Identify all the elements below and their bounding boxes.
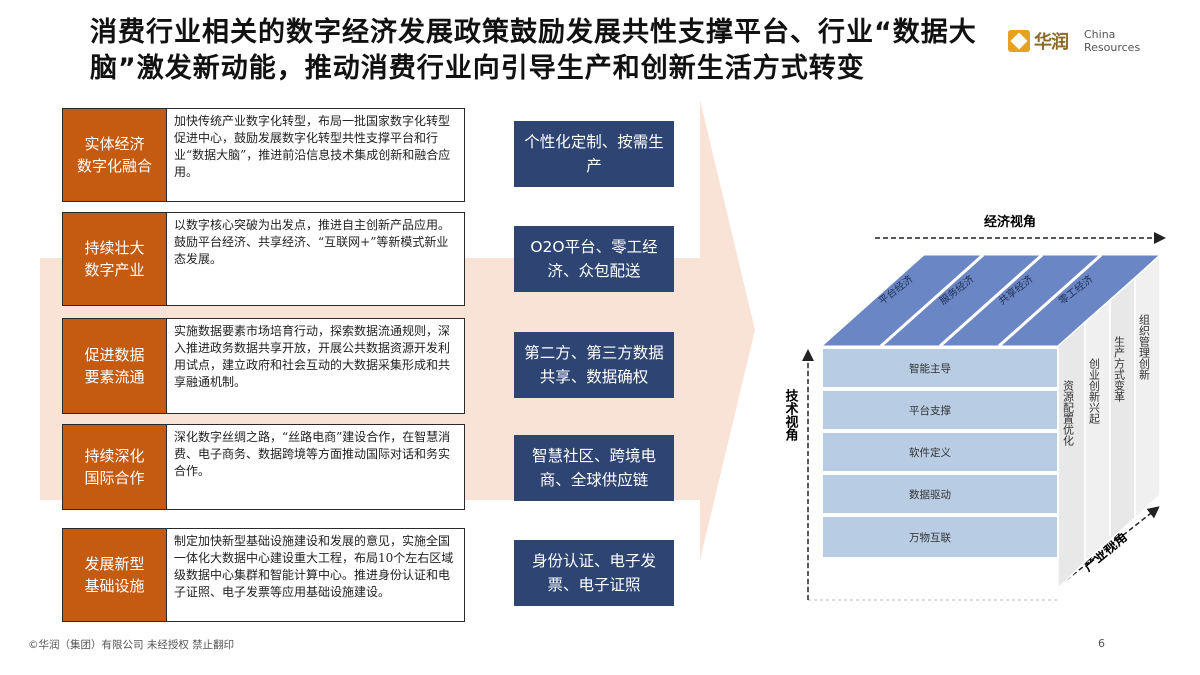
cube-side-panel [1084,298,1111,564]
policy-row-desc: 实施数据要素市场培育行动，探索数据流通规则，深入推进政务数据共享开放，开展公共数… [174,324,451,389]
bottom-axis-line [1059,506,1160,586]
front-layer [821,515,1059,559]
policy-row-desc: 制定加快新型基础设施建设和发展的意见，实施全国一体化大数据中心建设重大工程，布局… [174,534,454,599]
page-title-line1: 消费行业相关的数字经济发展政策鼓励发展共性支撑平台、行业“数据大 [90,17,977,48]
top-axis-label: 经济视角 [984,214,1036,230]
policy-row-label: 持续壮大 数字产业 [63,213,167,305]
side-label: 组织管理创新 [1138,313,1151,380]
outcome-box: 个性化定制、按需生产 [514,121,674,187]
front-layer [821,347,1059,389]
side-label: 创业创新兴起 [1088,358,1101,425]
policy-row-label: 实体经济 数字化融合 [63,109,167,201]
logo-en-line1: China [1084,28,1116,41]
left-axis-label: 技术视角 [783,388,800,442]
policy-row-desc: 加快传统产业数字化转型，布局一批国家数字化转型促进中心，鼓励发展数字化转型共性支… [174,114,451,179]
side-label: 生产方式变革 [1113,335,1126,402]
front-layer [821,389,1059,431]
logo-en-line2: Resources [1084,41,1141,54]
copyright-footer: ©华润（集团）有限公司 未经授权 禁止翻印 [28,639,235,651]
page-number: 6 [1098,637,1105,650]
cube-side-panel [1109,276,1136,542]
cube-side-panel [1134,253,1161,520]
policy-row: 发展新型 基础设施 制定加快新型基础设施建设和发展的意见，实施全国一体化大数据中… [62,528,465,622]
policy-row-label: 发展新型 基础设施 [63,529,167,621]
front-layer-label: 智能主导 [909,362,951,375]
outcome-box: 智慧社区、跨境电商、全球供应链 [514,435,674,501]
policy-row-label: 促进数据 要素流通 [63,319,167,413]
logo-cn-text: 华润 [1034,32,1069,53]
policy-row-label: 持续深化 国际合作 [63,425,167,509]
outcome-box: O2O平台、零工经济、众包配送 [514,226,674,292]
logo-en-text: China Resources [1084,28,1140,54]
front-layer [821,473,1059,515]
side-label: 资源配置优化 [1062,380,1075,447]
policy-row: 持续深化 国际合作 深化数字丝绸之路，“丝路电商”建设合作，在智慧消费、电子商务… [62,424,465,510]
front-layer-label: 平台支撑 [909,404,951,417]
page-title-line2: 脑”激发新动能，推动消费行业向引导生产和创新生活方式转变 [90,53,865,84]
company-logo: 华润 China Resources [1008,26,1158,66]
cube-side-panel [1057,320,1086,590]
policy-row-desc: 以数字核心突破为出发点，推进自主创新产品应用。鼓励平台经济、共享经济、“互联网+… [174,218,451,266]
outcome-box: 第二方、第三方数据共享、数据确权 [514,332,674,398]
policy-row-desc: 深化数字丝绸之路，“丝路电商”建设合作，在智慧消费、电子商务、数据跨境等方面推动… [174,430,451,478]
logo-mark-icon [1008,30,1030,52]
front-layer-label: 软件定义 [909,446,951,459]
policy-row: 持续壮大 数字产业 以数字核心突破为出发点，推进自主创新产品应用。鼓励平台经济、… [62,212,465,306]
outcome-box: 身份认证、电子发票、电子证照 [514,540,674,606]
front-layer [821,431,1059,473]
front-layer-label: 数据驱动 [909,488,951,501]
policy-row: 促进数据 要素流通 实施数据要素市场培育行动，探索数据流通规则，深入推进政务数据… [62,318,465,414]
front-layer-label: 万物互联 [909,531,951,544]
policy-row: 实体经济 数字化融合 加快传统产业数字化转型，布局一批国家数字化转型促进中心，鼓… [62,108,465,202]
